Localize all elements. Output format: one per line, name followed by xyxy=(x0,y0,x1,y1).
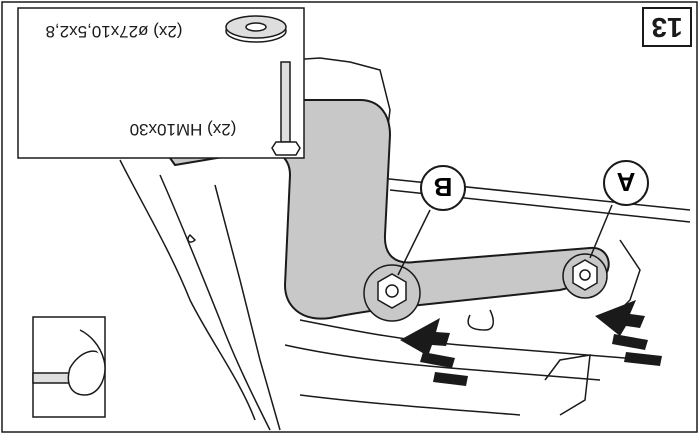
bolt-label: (2x) HM10x30 xyxy=(130,120,237,139)
machine-body-lines xyxy=(119,57,691,431)
bolt-a-head xyxy=(562,253,608,299)
callout-b: B xyxy=(397,165,466,276)
washer-label: (2x) ø27x10,5x2,8 xyxy=(45,22,182,41)
parts-list-box: (2x) ø27x10,5x2,8 (2x) HM10x30 xyxy=(17,7,305,159)
callout-a: A xyxy=(589,160,649,259)
washer-icon xyxy=(225,15,287,43)
tool-detail-box xyxy=(32,316,106,418)
callout-b-label: B xyxy=(434,172,453,202)
direction-arrows xyxy=(400,300,662,386)
step-number: 13 xyxy=(651,12,682,43)
step-number-box: 13 xyxy=(642,7,692,47)
bolt-icon xyxy=(271,61,301,156)
bolt-b-head xyxy=(363,264,421,322)
callout-a-label: A xyxy=(616,167,635,197)
hex-key-icon xyxy=(32,329,106,396)
